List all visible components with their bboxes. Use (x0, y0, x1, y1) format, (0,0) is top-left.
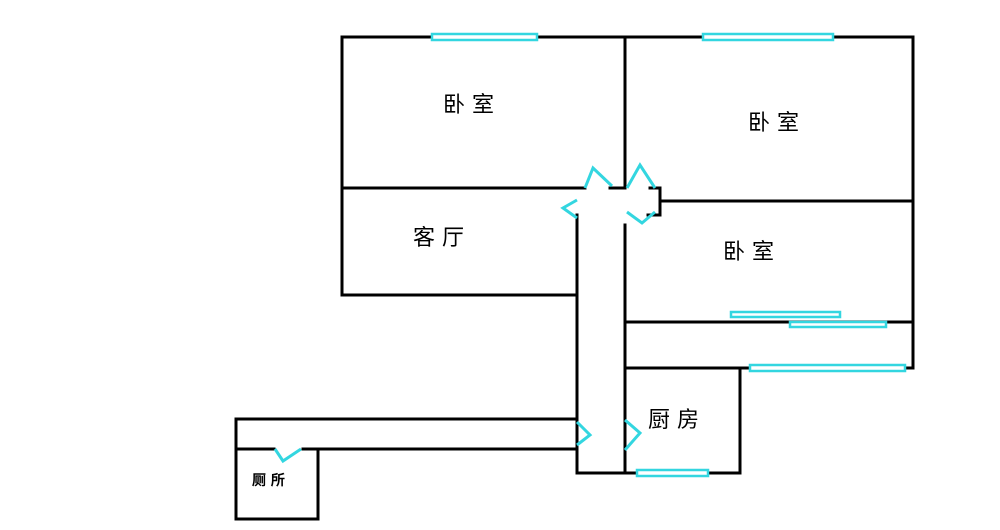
label-living-room: 客 厅 (413, 226, 464, 251)
window (748, 363, 907, 373)
window (430, 32, 539, 42)
label-toilet: 厕 所 (252, 472, 285, 489)
doors (273, 162, 657, 464)
door-living-room (560, 198, 578, 220)
door-kitchen (623, 418, 643, 451)
label-bedroom-1: 卧 室 (443, 93, 494, 118)
label-bedroom-3: 卧 室 (723, 240, 774, 265)
window (788, 320, 888, 329)
door-bedroom-2 (625, 162, 657, 189)
label-kitchen: 厨 房 (648, 408, 699, 433)
door-corridor (575, 420, 593, 447)
window (729, 310, 842, 319)
door-bedroom-3 (626, 210, 656, 225)
room-labels: 卧 室 卧 室 卧 室 客 厅 厨 房 厕 所 (252, 93, 799, 489)
window (635, 468, 710, 478)
window (701, 32, 835, 42)
door-bedroom-1 (583, 165, 614, 189)
walls (234, 35, 915, 521)
label-bedroom-2: 卧 室 (748, 111, 799, 136)
door-toilet (273, 447, 302, 464)
windows (430, 32, 907, 478)
